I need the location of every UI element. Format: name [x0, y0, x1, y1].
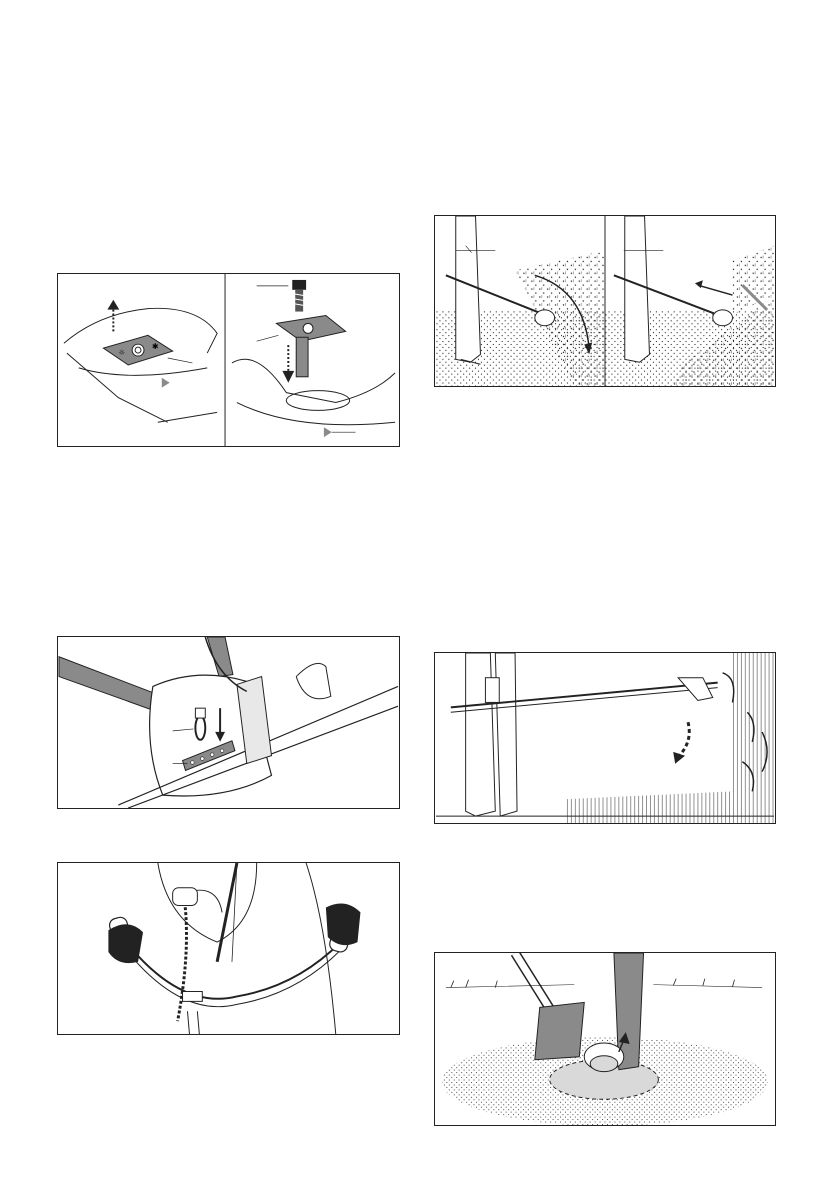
housing-right [232, 359, 395, 424]
housing-left [64, 308, 217, 422]
wall-trimming-illustration [435, 653, 775, 823]
handlebar-illustration [58, 863, 399, 1034]
arrow-down-dashed-icon [673, 722, 689, 764]
svg-text:✱: ✱ [152, 342, 159, 351]
mowing-technique-figure [434, 215, 776, 387]
mowing-illustration [435, 216, 775, 386]
screw-icon [257, 280, 306, 312]
right-grip-icon [326, 904, 361, 954]
handlebar-grip-figure [57, 862, 400, 1035]
arrow-up-icon [107, 300, 119, 332]
svg-text:☼: ☼ [118, 348, 125, 357]
wall-trimming-figure [434, 652, 776, 824]
harness-illustration [58, 637, 399, 808]
tree-trimming-figure [434, 952, 776, 1126]
harness-carabiner-figure [57, 636, 400, 809]
tree-trimming-illustration [435, 953, 775, 1125]
arrow-down-icon [282, 345, 294, 383]
cover-plate-figure: ☼ ✱ [57, 273, 400, 447]
plate-right [257, 316, 346, 377]
cover-plate-illustration: ☼ ✱ [58, 274, 399, 446]
left-grip-icon [108, 916, 143, 964]
plate-left: ☼ ✱ [103, 335, 172, 365]
